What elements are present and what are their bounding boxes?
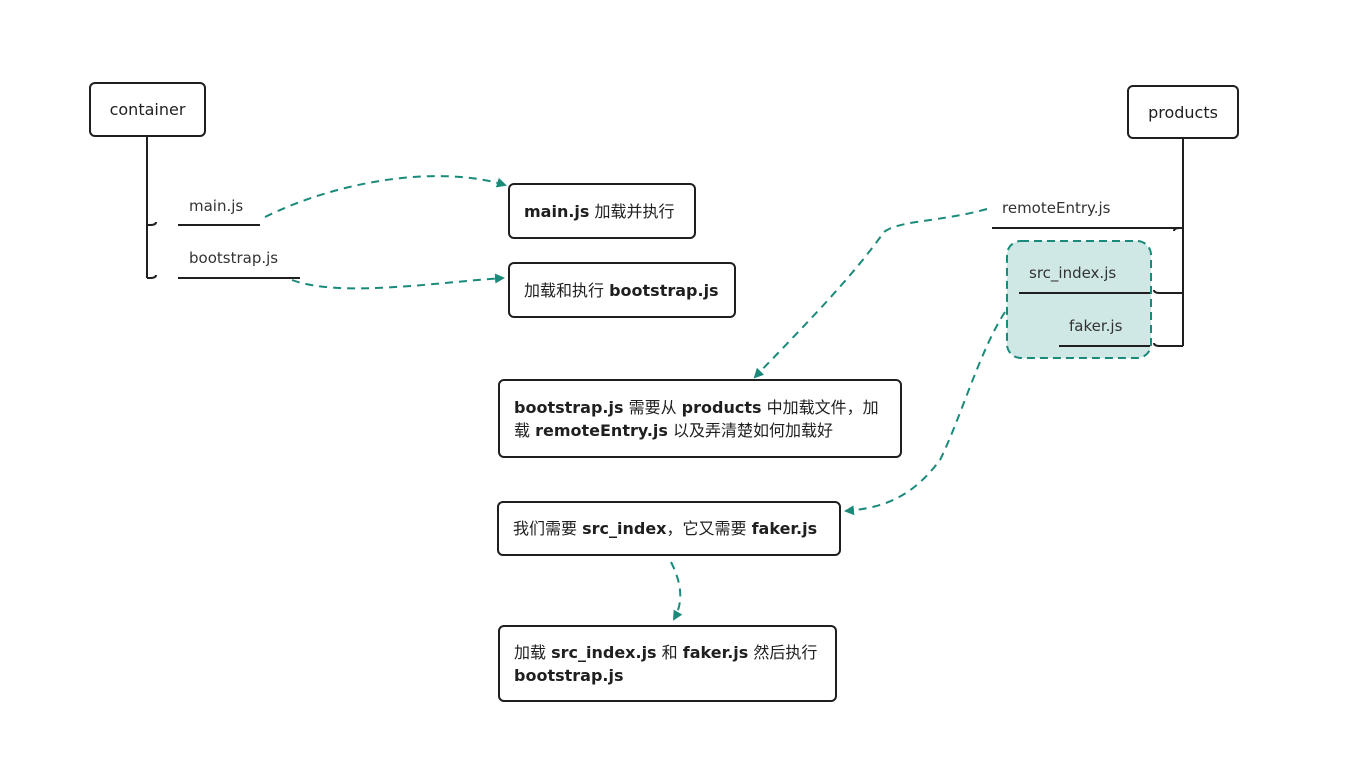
arrow-remote-to-note3 [753, 208, 988, 379]
file-faker-js: faker.js [1069, 317, 1123, 335]
products-node-label: products [1148, 102, 1218, 122]
note-remote-entry: bootstrap.js 需要从 products 中加载文件，加 载 remo… [498, 379, 902, 458]
file-bootstrap-js: bootstrap.js [189, 249, 279, 267]
products-branch-faker [1153, 342, 1183, 347]
container-branch-bootstrap [147, 274, 157, 279]
arrow-note4-to-note5 [670, 561, 683, 621]
note-remote-entry-line-1: bootstrap.js 需要从 products 中加载文件，加 [514, 397, 879, 417]
note-load-and-run: 加载 src_index.js 和 faker.js 然后执行 bootstra… [498, 625, 837, 702]
note-load-main: main.js 加载并执行 [508, 183, 696, 239]
container-node-label: container [109, 100, 186, 119]
note-load-bootstrap-text: 加载和执行 bootstrap.js [524, 280, 719, 300]
note-remote-entry-line-2: 载 remoteEntry.js 以及弄清楚如何加载好 [514, 420, 833, 440]
products-node: products [1127, 85, 1239, 139]
note-need-src-index-text: 我们需要 src_index，它又需要 faker.js [513, 519, 818, 538]
container-branch-main [147, 221, 157, 226]
arrow-src-to-note4 [844, 311, 1006, 516]
file-remote-entry-js: remoteEntry.js [1002, 199, 1111, 217]
file-src-index-js: src_index.js [1029, 264, 1117, 282]
note-load-main-text: main.js 加载并执行 [524, 201, 675, 221]
arrow-bootstrap-to-note2 [291, 273, 505, 290]
arrow-main-to-note1 [264, 175, 507, 218]
note-load-bootstrap: 加载和执行 bootstrap.js [508, 262, 736, 318]
remote-modules-highlight [1006, 240, 1152, 359]
file-main-js: main.js [189, 197, 244, 215]
note-need-src-index: 我们需要 src_index，它又需要 faker.js [497, 501, 841, 556]
container-node: container [89, 82, 206, 137]
note-load-and-run-line-2: bootstrap.js [514, 665, 624, 685]
products-branch-src [1153, 289, 1183, 294]
note-load-and-run-line-1: 加载 src_index.js 和 faker.js 然后执行 [514, 642, 818, 662]
